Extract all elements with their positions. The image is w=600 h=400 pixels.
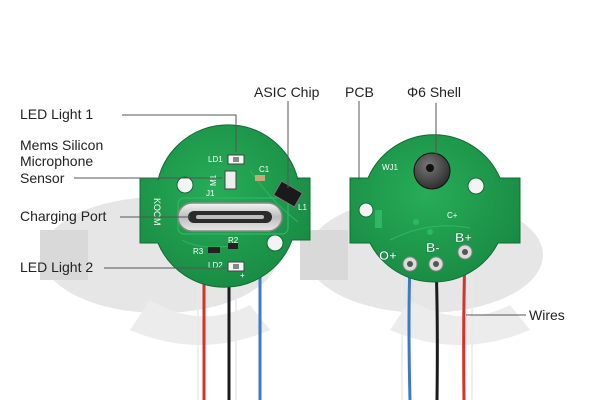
silk-plus: + xyxy=(240,271,245,280)
silk-r3: R3 xyxy=(193,247,204,256)
label-mems-line2: Microphone xyxy=(20,153,94,169)
microphone-shell xyxy=(413,152,451,190)
silk-b-minus: B- xyxy=(426,240,440,255)
silkscreen: LD1 M1 C1 J1 L1 R2 R3 LD2 + KOOM WJ1 C+ xyxy=(152,155,458,280)
label-charging-port: Charging Port xyxy=(20,208,107,224)
silk-o-plus: O+ xyxy=(379,248,397,263)
resistors xyxy=(208,243,238,253)
leader-lines xyxy=(74,101,526,316)
silk-m1: M1 xyxy=(209,174,218,186)
label-wires: Wires xyxy=(529,307,565,323)
silk-side-code: KOOM xyxy=(152,198,162,226)
label-mems-line3: Sensor xyxy=(20,170,65,186)
leader-led1 xyxy=(122,114,237,152)
silk-j1: J1 xyxy=(206,189,215,198)
label-led-light-1: LED Light 1 xyxy=(20,106,94,122)
label-asic-chip: ASIC Chip xyxy=(254,84,320,100)
silk-b-plus: B+ xyxy=(455,230,472,245)
label-pcb: PCB xyxy=(345,84,374,100)
led-ld1 xyxy=(227,154,245,165)
silk-ld2: LD2 xyxy=(208,261,223,270)
pad-labels: O+ B- B+ xyxy=(379,230,473,263)
silk-wj1: WJ1 xyxy=(382,163,399,172)
cap-c1 xyxy=(255,175,265,181)
label-mems-line1: Mems Silicon xyxy=(20,137,104,153)
silk-ld1: LD1 xyxy=(208,155,223,164)
asic-chip xyxy=(272,180,304,208)
mems-mic xyxy=(224,170,237,190)
solder-pads xyxy=(402,244,473,272)
right-pcb xyxy=(349,134,521,283)
label-shell: Φ6 Shell xyxy=(407,84,461,100)
usb-c-port xyxy=(177,202,283,232)
silk-c1: C1 xyxy=(259,165,270,174)
silk-r2: R2 xyxy=(228,236,239,245)
silk-c-plus: C+ xyxy=(447,211,458,220)
led-ld2 xyxy=(227,261,245,272)
label-led-light-2: LED Light 2 xyxy=(20,259,94,275)
silk-l1: L1 xyxy=(298,203,307,212)
